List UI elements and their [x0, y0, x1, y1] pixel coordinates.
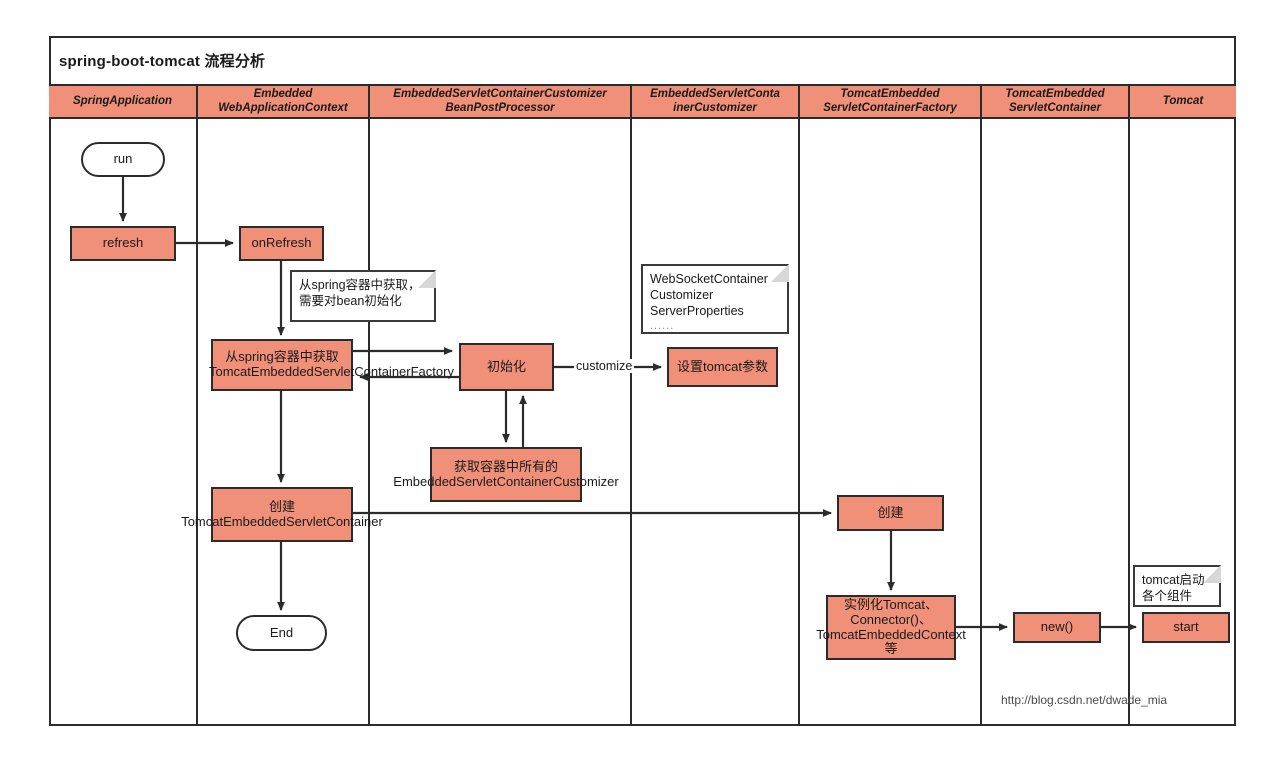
node-run[interactable]: run — [81, 142, 165, 177]
node-get-all-customizers-label: 获取容器中所有的EmbeddedServletContainerCustomiz… — [393, 458, 619, 489]
node-get-factory[interactable]: 从spring容器中获取TomcatEmbeddedServletContain… — [209, 339, 454, 391]
note-bean-init-line-1: 从spring容器中获取， — [299, 278, 421, 292]
node-refresh[interactable]: refresh — [70, 226, 176, 261]
node-run-label: run — [113, 151, 133, 167]
node-instantiate[interactable]: 实例化Tomcat、Connector()、TomcatEmbeddedCont… — [816, 595, 966, 660]
node-end-label: End — [269, 624, 294, 640]
lane-body-container-factory — [800, 119, 982, 724]
node-set-tomcat-params-label: 设置tomcat参数 — [676, 358, 768, 374]
node-set-tomcat-params[interactable]: 设置tomcat参数 — [667, 347, 778, 387]
lane-body-container-customizer — [632, 119, 800, 724]
note-bean-init: 从spring容器中获取， 需要对bean初始化 — [290, 270, 436, 322]
lane-body-servlet-container — [982, 119, 1130, 724]
note-customizers-line-2: Customizer — [650, 288, 714, 302]
node-start-label: start — [1173, 619, 1199, 635]
node-new[interactable]: new() — [1013, 612, 1101, 643]
note-tomcat-start-line-2: 各个组件 — [1142, 589, 1193, 603]
edge-label-customize: customize — [574, 359, 635, 373]
lane-body-spring-application — [49, 119, 198, 724]
node-initialize-label: 初始化 — [486, 358, 526, 374]
dogear-icon — [771, 264, 789, 282]
note-customizers-line-1: WebSocketContainer — [650, 272, 768, 286]
node-on-refresh[interactable]: onRefresh — [239, 226, 324, 261]
note-tomcat-start-line-1: tomcat启动 — [1142, 573, 1205, 587]
node-instantiate-label: 实例化Tomcat、Connector()、TomcatEmbeddedCont… — [816, 596, 966, 657]
node-new-label: new() — [1040, 619, 1074, 635]
node-on-refresh-label: onRefresh — [251, 235, 312, 251]
node-create[interactable]: 创建 — [837, 495, 944, 531]
note-customizers-line-3: ServerProperties — [650, 304, 744, 318]
dogear-icon — [418, 270, 436, 288]
note-customizers-ellipsis: ...... — [650, 320, 675, 332]
node-create-label: 创建 — [877, 504, 904, 520]
note-customizers: WebSocketContainer Customizer ServerProp… — [641, 264, 789, 334]
lane-header-spring-application: SpringApplication — [49, 86, 198, 119]
diagram-title-bar: spring-boot-tomcat 流程分析 — [49, 36, 1236, 86]
node-create-container[interactable]: 创建TomcatEmbeddedServletContainer — [181, 487, 383, 542]
lane-header-tomcat: Tomcat — [1130, 86, 1236, 119]
note-bean-init-line-2: 需要对bean初始化 — [299, 294, 402, 308]
watermark-url: http://blog.csdn.net/dwade_mia — [1001, 693, 1168, 707]
lane-body-embedded-web-context — [198, 119, 370, 724]
lane-body-bean-post-processor — [370, 119, 632, 724]
node-get-all-customizers[interactable]: 获取容器中所有的EmbeddedServletContainerCustomiz… — [393, 447, 619, 502]
node-initialize[interactable]: 初始化 — [459, 343, 554, 391]
note-tomcat-start: tomcat启动 各个组件 — [1133, 565, 1221, 607]
node-refresh-label: refresh — [102, 235, 144, 251]
page-title: spring-boot-tomcat 流程分析 — [59, 52, 266, 70]
dogear-icon — [1203, 565, 1221, 583]
node-end[interactable]: End — [236, 615, 327, 651]
node-create-container-label: 创建TomcatEmbeddedServletContainer — [181, 498, 383, 529]
node-start[interactable]: start — [1142, 612, 1230, 643]
node-get-factory-label: 从spring容器中获取TomcatEmbeddedServletContain… — [209, 349, 454, 379]
